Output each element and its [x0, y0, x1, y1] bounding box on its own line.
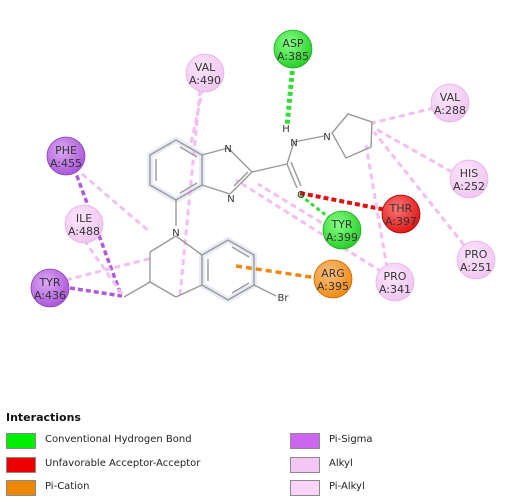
interaction-lines	[65, 63, 466, 298]
residue-name: VAL	[440, 91, 461, 104]
alkyl-pro251-line	[372, 131, 466, 246]
legend-swatch-alkyl	[290, 457, 320, 473]
legend-label-unfavorable: Unfavorable Acceptor-Acceptor	[45, 458, 201, 469]
residue-disc	[46, 136, 86, 176]
legend-swatch-hbond	[6, 433, 36, 449]
alkyl-phe455-line	[81, 172, 151, 234]
residue-disc	[185, 53, 225, 93]
legend-swatch-unfavorable	[6, 457, 36, 473]
residue-name: PHE	[55, 144, 77, 157]
residue-name: VAL	[195, 61, 216, 74]
atom-o: O	[297, 190, 305, 201]
alkyl-val490-line	[188, 87, 205, 149]
residue-name: HIS	[460, 167, 479, 180]
atom-br: Br	[278, 293, 290, 304]
atom-h: H	[282, 124, 290, 135]
residue-disc	[64, 204, 104, 244]
residue-chain-number: A:288	[434, 104, 466, 117]
legend-label-hbond: Conventional Hydrogen Bond	[45, 434, 192, 445]
alkyl-tyr399-line	[257, 182, 331, 230]
residue-disc	[375, 262, 415, 302]
residue-chain-number: A:436	[34, 289, 66, 302]
alkyl-pro341-line	[235, 178, 383, 274]
residue-chain-number: A:341	[379, 283, 411, 296]
alkyl-tyr436-line	[65, 256, 153, 282]
alkyl-val288-line	[371, 106, 435, 125]
residue-disc	[381, 194, 421, 234]
residue-name: TYR	[330, 218, 352, 231]
residue-chain-number: A:399	[326, 231, 358, 244]
residue-name: ARG	[321, 267, 345, 280]
legend: Interactions Conventional Hydrogen Bond …	[0, 408, 508, 502]
residue-chain-number: A:385	[277, 50, 309, 63]
residue-disc	[313, 259, 353, 299]
legend-label-pication: Pi-Cation	[45, 481, 90, 492]
residue-chain-number: A:252	[453, 180, 485, 193]
legend-label-pialkyl: Pi-Alkyl	[329, 481, 365, 492]
legend-label-pisigma: Pi-Sigma	[329, 434, 373, 445]
residue-disc	[430, 83, 470, 123]
residue-name: PRO	[465, 248, 488, 261]
atom-n-imidazole-bottom: N	[227, 194, 234, 205]
alkyl-his252-line	[373, 126, 453, 174]
alkyl-ile488-line	[82, 239, 124, 295]
residue-name: ILE	[76, 212, 92, 225]
atom-n-imidazole-top: N	[224, 144, 231, 155]
residue-disc	[456, 240, 496, 280]
alkyl-pro341-line-2	[364, 144, 389, 269]
residue-chain-number: A:488	[68, 225, 100, 238]
residue-name: THR	[389, 202, 413, 215]
legend-swatch-pisigma	[290, 433, 320, 449]
residue-chain-number: A:455	[50, 157, 82, 170]
atom-n-amide: N	[290, 138, 297, 149]
residue-discs: ASPA:385VALA:490VALA:288HISA:252PROA:251…	[30, 29, 496, 308]
atom-labels: N N N N H O N Br	[172, 124, 330, 304]
residue-chain-number: A:397	[385, 215, 417, 228]
residue-name: TYR	[38, 276, 60, 289]
hbond-asp385-line	[284, 63, 296, 127]
residue-chain-number: A:395	[317, 280, 349, 293]
atom-n-thq: N	[172, 228, 179, 239]
pication-arg395-line	[235, 264, 325, 281]
pisigma-tyr436-line	[69, 286, 123, 298]
residue-name: ASP	[282, 37, 304, 50]
legend-swatch-pialkyl	[290, 480, 320, 496]
interaction-diagram: N N N N H O N Br ASPA:385VALA:490VALA:28…	[30, 29, 496, 308]
legend-label-alkyl: Alkyl	[329, 458, 353, 469]
atom-n-pyrrolidine: N	[323, 132, 330, 143]
legend-swatch-pication	[6, 480, 36, 496]
residue-chain-number: A:490	[189, 74, 221, 87]
residue-disc	[273, 29, 313, 69]
ligand-structure	[123, 113, 373, 301]
residue-name: PRO	[384, 270, 407, 283]
legend-title: Interactions	[6, 411, 81, 424]
residue-disc	[30, 268, 70, 308]
residue-chain-number: A:251	[460, 261, 492, 274]
residue-disc	[322, 210, 362, 250]
residue-disc	[449, 159, 489, 199]
